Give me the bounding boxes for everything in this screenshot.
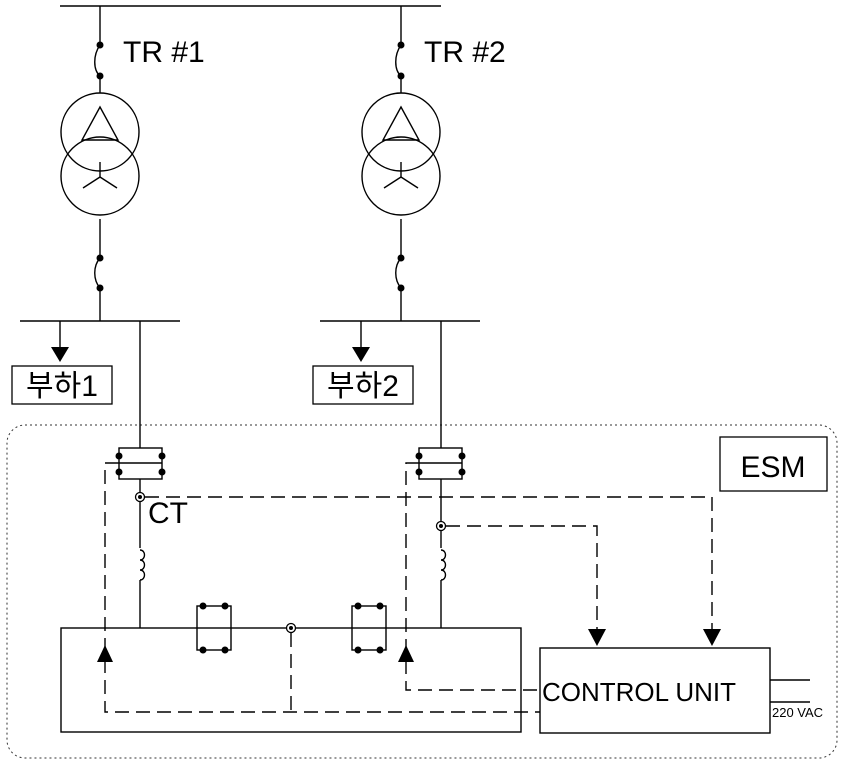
load-2-label: 부하2 xyxy=(327,370,399,403)
supply-label: 220 VAC xyxy=(772,705,823,720)
load-1-box xyxy=(11,365,113,405)
load-2-box xyxy=(312,365,414,405)
transformer-2-feeder xyxy=(361,6,441,321)
transformer-2-label: TR #2 xyxy=(424,36,506,69)
control-unit-label: CONTROL UNIT xyxy=(542,677,736,707)
branch-2 xyxy=(415,321,466,628)
esm-enclosure xyxy=(6,424,838,759)
load-1-arrow xyxy=(51,321,69,362)
esm-label: ESM xyxy=(740,451,805,484)
transformer-1-feeder xyxy=(60,6,140,321)
transformer-1-label: TR #1 xyxy=(123,36,205,69)
esm-box xyxy=(719,436,828,492)
mid-sensor-point xyxy=(285,622,297,634)
signal-lines xyxy=(97,462,721,713)
branch-1 xyxy=(115,321,166,628)
internal-breaker-2 xyxy=(351,602,387,654)
ct-label: CT xyxy=(148,497,188,530)
internal-breaker-1 xyxy=(196,602,232,654)
control-unit-box xyxy=(539,647,771,734)
load-2-arrow xyxy=(352,321,370,362)
load-1-label: 부하1 xyxy=(26,370,98,403)
